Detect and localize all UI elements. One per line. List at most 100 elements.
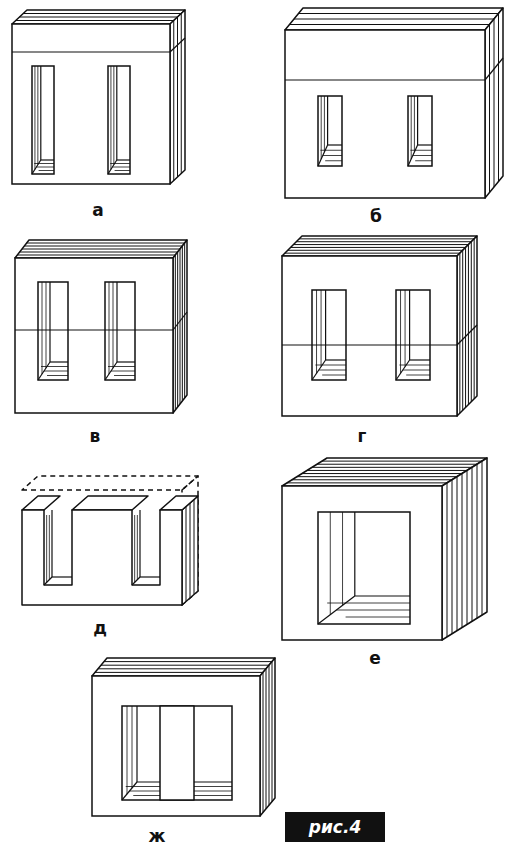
lamination-line xyxy=(116,282,117,362)
lamination-line xyxy=(409,290,410,360)
lamination-line xyxy=(282,344,457,345)
lamination-line xyxy=(36,167,54,168)
lamination-line xyxy=(110,66,111,169)
lamination-line xyxy=(327,603,410,604)
lamination-line xyxy=(315,365,346,366)
lamination-line xyxy=(109,282,110,374)
lamination-line xyxy=(15,329,173,330)
core-top-face xyxy=(12,10,185,24)
lamination-line xyxy=(399,365,430,366)
lamination-line xyxy=(319,370,346,371)
lamination-line xyxy=(355,595,410,596)
lamination-line xyxy=(34,66,35,169)
lamination-line xyxy=(403,370,430,371)
transformer-core xyxy=(92,658,275,816)
core-front-face xyxy=(282,256,457,416)
core-side-face xyxy=(260,658,275,816)
lamination-line xyxy=(459,253,460,413)
lamination-line xyxy=(22,249,180,250)
lamination-line xyxy=(49,515,50,580)
lamination-line xyxy=(46,515,47,582)
lamination-line xyxy=(95,672,263,673)
figure-letter: г xyxy=(358,428,367,445)
lamination-line xyxy=(474,239,475,399)
lamination-line xyxy=(317,464,477,465)
lamination-line xyxy=(290,24,490,25)
lamination-line xyxy=(302,473,462,474)
lamination-line xyxy=(322,375,346,376)
lamination-line xyxy=(292,479,452,480)
lamination-line xyxy=(170,38,185,52)
lamination-line xyxy=(98,668,266,669)
lamination-line xyxy=(291,247,466,248)
transformer-core xyxy=(12,10,185,184)
lamination-line xyxy=(467,470,468,624)
lamination-line xyxy=(494,19,495,187)
lamination-line xyxy=(468,245,469,405)
lamination-line xyxy=(177,17,178,177)
removed-yoke xyxy=(22,476,198,490)
lamination-line xyxy=(173,312,187,330)
lamination-line xyxy=(104,661,272,662)
lamination-line xyxy=(190,503,191,598)
core-front-face xyxy=(15,258,173,413)
lamination-line xyxy=(52,576,72,577)
lamination-line xyxy=(263,672,264,812)
core-front-face xyxy=(282,486,442,640)
lamination-line xyxy=(326,359,346,360)
lamination-line xyxy=(477,464,478,618)
lamination-line xyxy=(39,170,54,171)
lamination-line xyxy=(114,375,135,376)
lamination-line xyxy=(457,325,477,345)
figure-letter: ж xyxy=(149,828,166,845)
core-side-face xyxy=(457,236,477,416)
lamination-line xyxy=(184,243,185,398)
figure-letter: б xyxy=(370,208,382,225)
lamination-line xyxy=(325,160,342,161)
lamination-line xyxy=(316,290,317,373)
core-side-face xyxy=(485,8,503,198)
lamination-line xyxy=(50,361,68,362)
lamination-line xyxy=(272,662,273,802)
lamination-line xyxy=(307,470,467,471)
lamination-line xyxy=(325,290,326,360)
lamination-line xyxy=(296,241,471,242)
core-top-face xyxy=(285,8,503,30)
lamination-line xyxy=(41,366,68,367)
lamination-line xyxy=(472,467,473,621)
lamination-line xyxy=(42,282,43,374)
lamination-line xyxy=(40,66,41,160)
figure-number: рис.4 xyxy=(309,819,361,836)
lamination-line xyxy=(16,20,174,21)
lamination-line xyxy=(498,14,499,182)
lamination-line xyxy=(47,375,68,376)
lamination-line xyxy=(471,242,472,402)
lamination-line xyxy=(342,512,343,605)
lamination-line xyxy=(111,371,135,372)
lamination-line xyxy=(194,500,195,595)
core-side-face xyxy=(182,496,198,605)
lamination-line xyxy=(346,617,410,618)
lamination-line xyxy=(323,155,342,156)
core-front-face xyxy=(12,24,170,184)
figure-letter: в xyxy=(90,428,101,445)
lamination-line xyxy=(299,238,474,239)
lamination-line xyxy=(293,244,468,245)
lamination-line xyxy=(140,576,160,577)
lamination-line xyxy=(410,150,432,151)
figure-letter: д xyxy=(93,620,107,637)
lamination-line xyxy=(137,515,138,580)
lamination-line xyxy=(321,96,322,159)
lamination-line xyxy=(452,480,453,634)
core-side-face xyxy=(170,10,185,184)
lamination-line xyxy=(299,13,499,14)
lamination-line xyxy=(37,66,38,165)
lamination-line xyxy=(180,249,181,404)
leg-top xyxy=(72,496,148,510)
lamination-line xyxy=(17,255,175,256)
lamination-line xyxy=(24,246,182,247)
lamination-line xyxy=(41,159,54,160)
lamination-line xyxy=(134,515,135,582)
lamination-line xyxy=(312,467,472,468)
